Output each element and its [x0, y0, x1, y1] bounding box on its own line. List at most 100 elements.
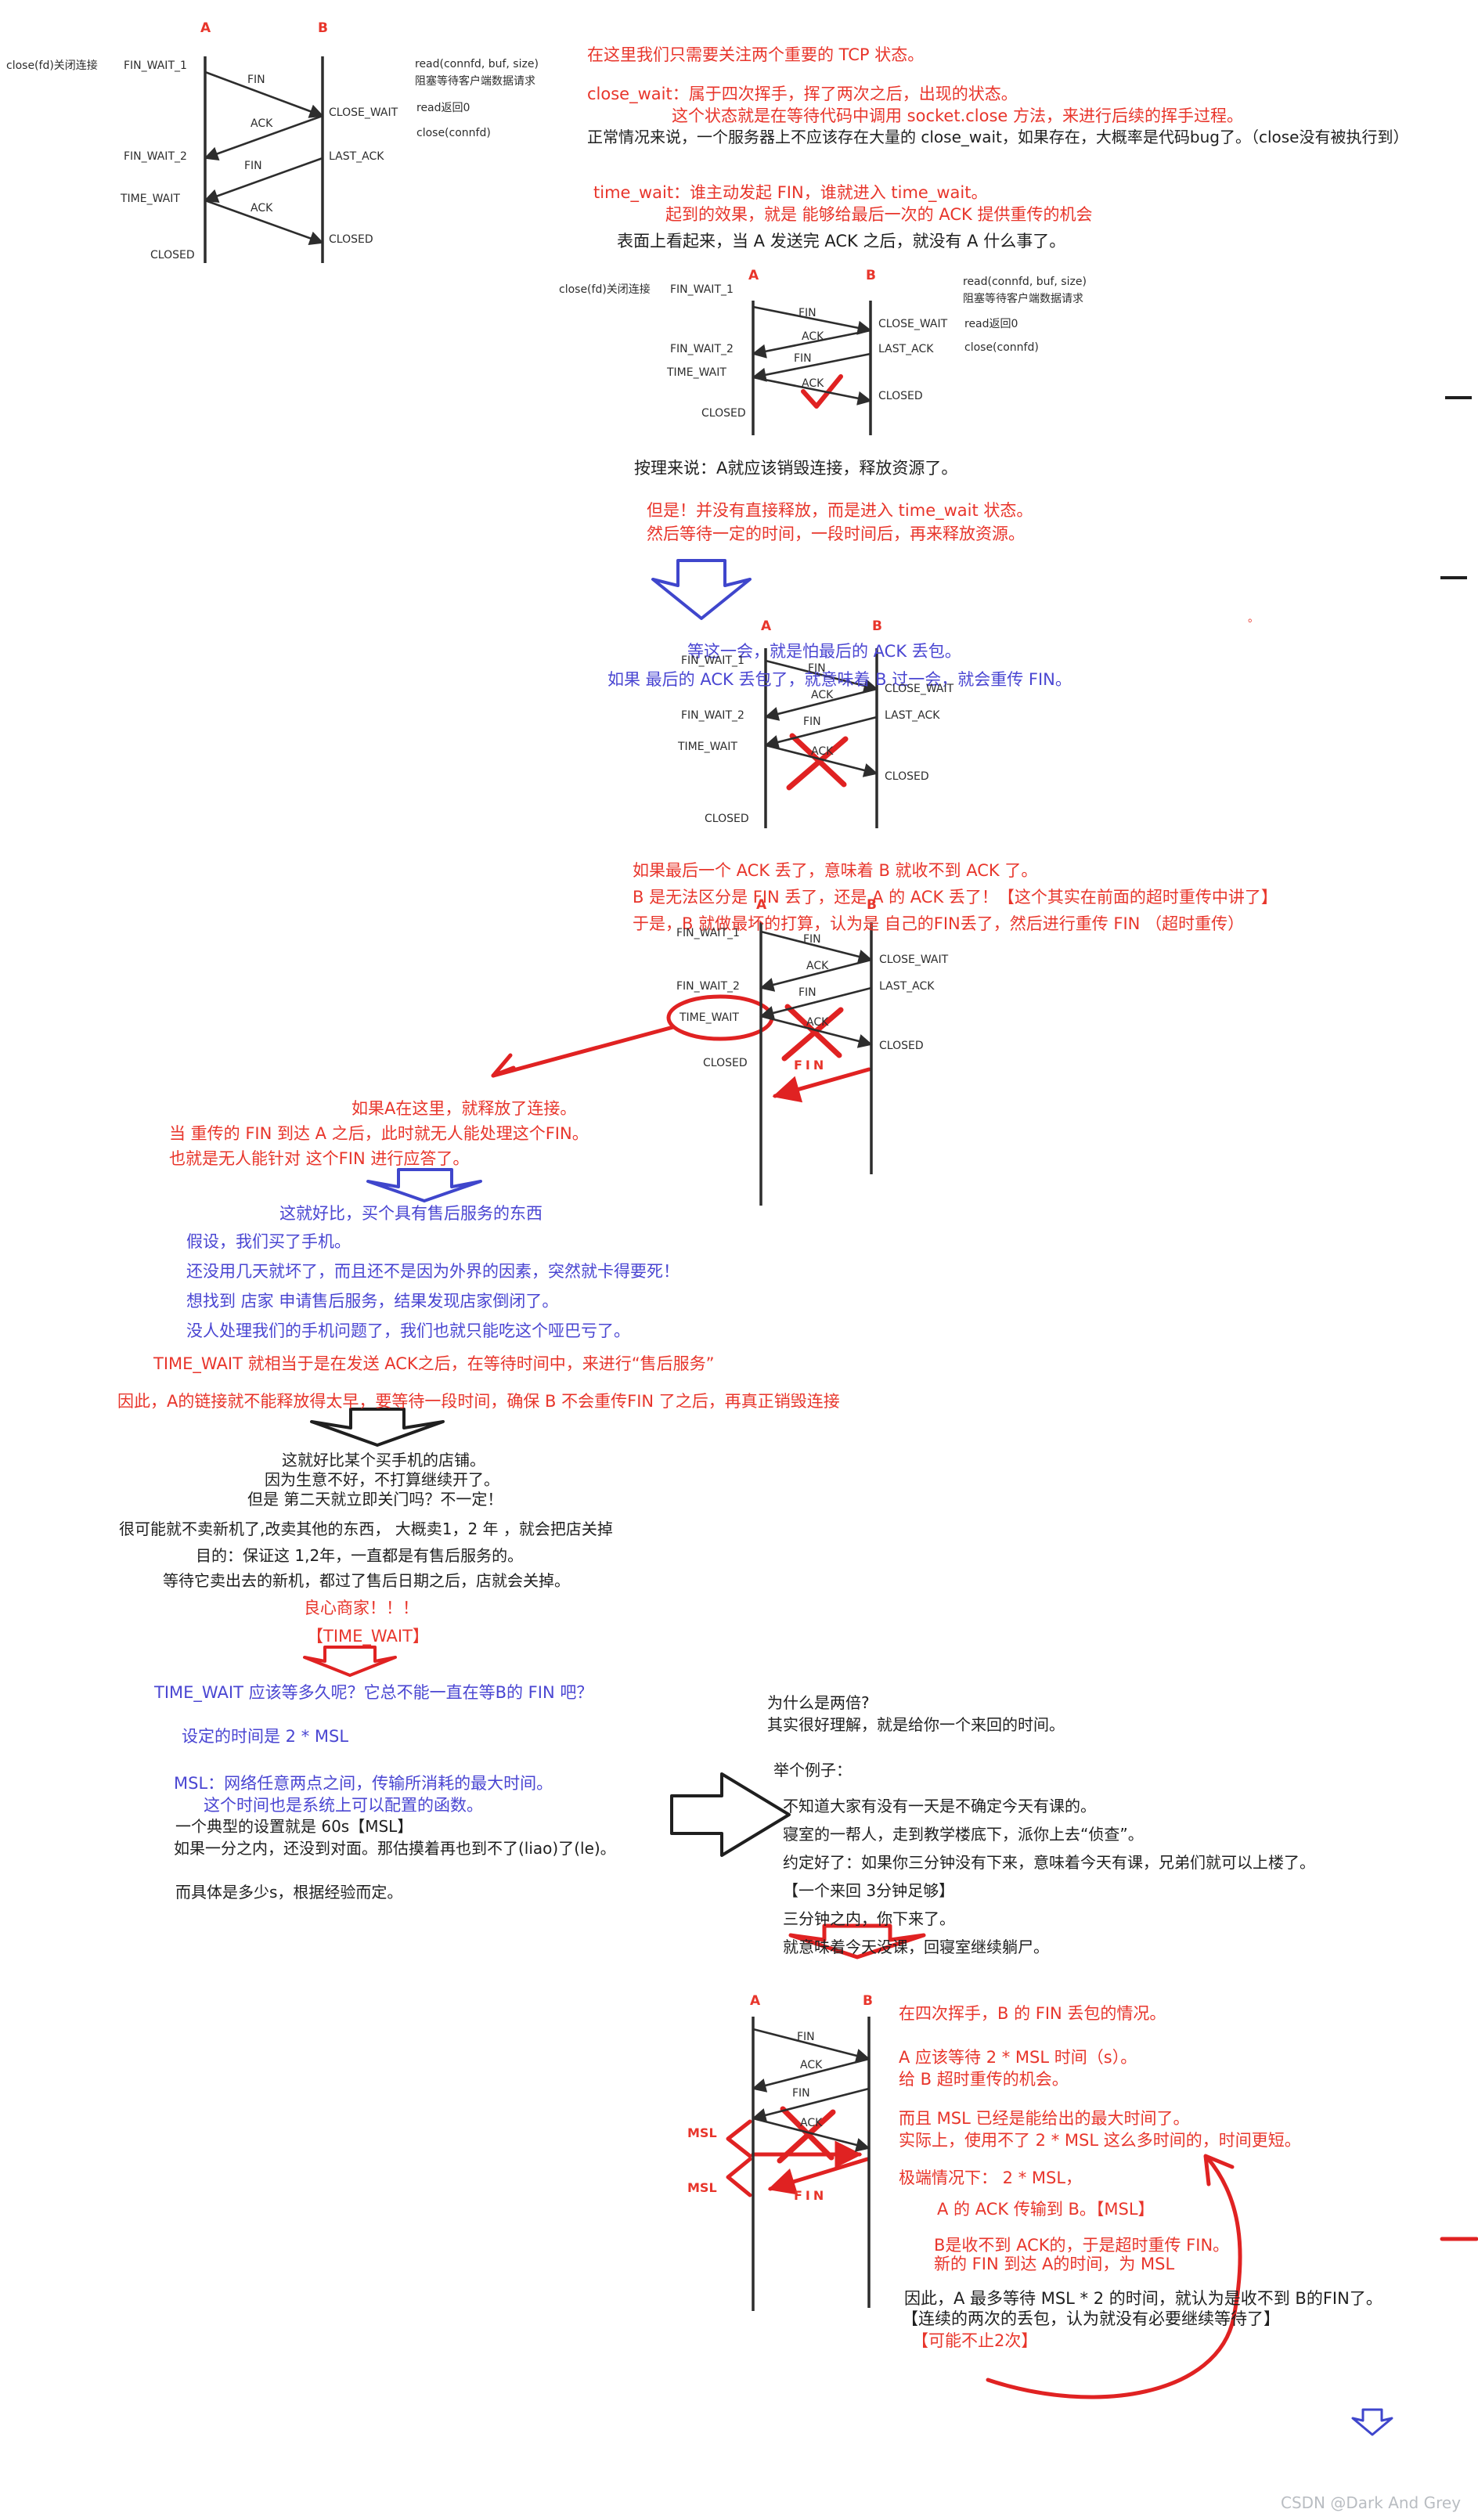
d4-msg-fin-retransmit: FIN: [794, 1058, 827, 1073]
d1-state-close-wait: CLOSE_WAIT: [329, 106, 398, 119]
d5-msl-interval-2: MSL: [687, 2180, 717, 2195]
note-example-2: 寝室的一帮人，走到教学楼底下，派你上去“侦查”。: [783, 1825, 1144, 1844]
tcp-4way-diagram-1: [204, 56, 324, 263]
d5-msg-ack-1: ACK: [800, 2059, 823, 2071]
note-extreme-1: 极端情况下： 2 * MSL，: [899, 2168, 1083, 2187]
tcp-4way-diagram-4-fin-retransmit: [759, 922, 873, 1206]
red-down-arrow-icon: [303, 1646, 397, 1677]
watermark: CSDN @Dark And Grey: [1281, 2493, 1462, 2512]
note-msl-experience: 而具体是多少s，根据经验而定。: [175, 1883, 403, 1902]
d1-note-read: read(connfd, buf, size): [415, 58, 539, 70]
d3-msg-fin-2: FIN: [803, 716, 821, 728]
d5-msg-fin-1: FIN: [797, 2031, 815, 2043]
note-extreme-4: 新的 FIN 到达 A的时间，为 MSL: [934, 2255, 1175, 2273]
d2-endpoint-b: B: [866, 268, 876, 283]
d2-state-last-ack: LAST_ACK: [878, 343, 934, 355]
note-bfin-lost: 在四次挥手，B 的 FIN 丢包的情况。: [899, 2004, 1166, 2023]
d1-state-closed-a: CLOSED: [150, 249, 195, 261]
d2-msg-fin-2: FIN: [794, 352, 812, 365]
d1-close-fd-label: close(fd)关闭连接: [6, 59, 98, 72]
note-msl-60s: 一个典型的设置就是 60s【MSL】: [175, 1817, 413, 1836]
d4-endpoint-a: A: [756, 897, 767, 913]
red-fin-retransmit-arrow-d5: [767, 2157, 870, 2195]
red-wide-down-arrow-icon: [788, 1923, 926, 1959]
d1-msg-ack-2: ACK: [251, 202, 273, 215]
black-right-arrow-icon: [670, 1772, 791, 1857]
note-if-a-released-3: 也就是无人能针对 这个FIN 进行应答了。: [169, 1149, 470, 1168]
d2-msg-ack-2: ACK: [802, 377, 824, 390]
note-wait-reason-2: 如果 最后的 ACK 丢包了，就意味着 B 过一会，就会重传 FIN。: [607, 670, 1072, 689]
note-if-a-released-1: 如果A在这里，就释放了连接。: [351, 1099, 577, 1118]
note-good-seller: 良心商家！！！: [304, 1599, 419, 1617]
d4-state-fin-wait-1: FIN_WAIT_1: [676, 927, 740, 939]
note-extreme-3: B是收不到 ACK的，于是超时重传 FIN。: [934, 2236, 1230, 2255]
d2-note-read-returns-0: read返回0: [964, 318, 1018, 330]
d1-msg-ack-1: ACK: [251, 117, 273, 130]
d5-msg-fin-retransmit: FIN: [794, 2188, 827, 2203]
d1-msg-fin-2: FIN: [244, 160, 262, 172]
note-conclusion-2: 【连续的两次的丢包，认为就没有必要继续等待了】: [902, 2309, 1280, 2328]
note-close-wait-def-1: close_wait：属于四次挥手，挥了两次之后，出现的状态。: [587, 85, 1018, 103]
red-pointer-arrow: [491, 1025, 676, 1078]
note-example-5: 三分钟之内，你下来了。: [783, 1909, 955, 1928]
d1-endpoint-a: A: [200, 20, 211, 36]
blue-down-arrow-icon-2: [366, 1168, 482, 1202]
d3-state-fin-wait-1: FIN_WAIT_1: [681, 654, 744, 667]
d3-state-closed-b: CLOSED: [885, 770, 929, 783]
note-example-1: 不知道大家有没有一天是不确定今天有课的。: [783, 1797, 1096, 1815]
d3-state-last-ack: LAST_ACK: [885, 709, 940, 722]
d3-msg-fin-1: FIN: [808, 662, 826, 675]
note-timewait-no-early-free: 因此，A的链接就不能释放得太早，要等待一段时间，确保 B 不会重传FIN 了之后…: [117, 1392, 840, 1411]
red-fin-retransmit-arrow-d4: [772, 1067, 871, 1103]
note-why-double-1: 为什么是两倍?: [767, 1693, 870, 1712]
note-simile-title: 这就好比，买个具有售后服务的东西: [279, 1204, 543, 1223]
note-msl-1min: 如果一分之内，还没到对面。那估摸着再也到不了(liao)了(le)。: [174, 1839, 616, 1858]
black-down-arrow-icon: [310, 1408, 445, 1447]
note-time-wait-def-1: time_wait：谁主动发起 FIN，谁就进入 time_wait。: [593, 183, 988, 202]
note-example-4: 【一个来回 3分钟足够】: [783, 1881, 955, 1900]
d4-msg-fin-1: FIN: [803, 933, 821, 946]
d2-endpoint-a: A: [748, 268, 759, 283]
note-but-not-released-2: 然后等待一定的时间，一段时间后，再来释放资源。: [647, 525, 1025, 543]
note-conclusion-1: 因此，A 最多等待 MSL * 2 的时间，就认为是收不到 B的FIN了。: [904, 2289, 1382, 2308]
d2-state-time-wait: TIME_WAIT: [667, 366, 726, 379]
note-simile-phone-2: 还没用几天就坏了，而且还不是因为外界的因素，突然就卡得要死！: [186, 1262, 680, 1281]
tcp-4way-diagram-2: [752, 301, 872, 435]
d4-msg-ack-2-lost: ACK: [806, 1016, 829, 1029]
note-ack-lost-3: 于是，B 就做最坏的打算，认为是 自己的FIN丢了，然后进行重传 FIN （超时…: [633, 914, 1245, 933]
d3-state-close-wait: CLOSE_WAIT: [885, 683, 954, 695]
note-ack-lost-2: B 是无法区分是 FIN 丢了，还是 A 的 ACK 丢了！【这个其实在前面的超…: [633, 888, 1278, 907]
note-2msl: 设定的时间是 2 * MSL: [182, 1727, 349, 1746]
d3-state-closed-a: CLOSED: [705, 813, 749, 825]
note-how-long-wait: TIME_WAIT 应该等多久呢？它总不能一直在等B的 FIN 吧？: [154, 1683, 593, 1702]
d1-msg-fin-1: FIN: [247, 74, 265, 86]
note-ack-lost-1: 如果最后一个 ACK 丢了，意味着 B 就收不到 ACK 了。: [633, 861, 1038, 880]
note-two-tcp-states: 在这里我们只需要关注两个重要的 TCP 状态。: [587, 45, 925, 64]
stray-red-dot: 。: [1248, 612, 1259, 625]
note-msl-def-2: 这个时间也是系统上可以配置的函数。: [204, 1796, 483, 1815]
d5-msg-ack-2-lost: ACK: [800, 2117, 823, 2129]
d5-endpoint-a: A: [750, 1993, 761, 2009]
note-should-destroy: 按理来说：A就应该销毁连接，释放资源了。: [634, 459, 958, 478]
d3-state-fin-wait-2: FIN_WAIT_2: [681, 709, 744, 722]
note-shop-2: 因为生意不好，不打算继续开了。: [265, 1470, 499, 1489]
d3-msg-ack-1: ACK: [811, 689, 834, 701]
d4-state-fin-wait-2: FIN_WAIT_2: [676, 980, 740, 993]
msl-brace-1: [726, 2119, 752, 2158]
note-close-wait-def-2: 这个状态就是在等待代码中调用 socket.close 方法，来进行后续的挥手过…: [672, 106, 1244, 125]
note-wait-reason-1: 等这一会，就是怕最后的 ACK 丢包。: [687, 642, 961, 661]
note-a-wait-2msl-2: 给 B 超时重传的机会。: [899, 2070, 1069, 2089]
red-cross-icon-d4: [781, 1004, 844, 1062]
d2-state-fin-wait-1: FIN_WAIT_1: [670, 283, 734, 296]
note-example-3: 约定好了：如果你三分钟没有下来，意味着今天有课，兄弟们就可以上楼了。: [783, 1853, 1315, 1872]
note-timewait-bracket: 【TIME_WAIT】: [307, 1627, 429, 1646]
red-check-icon: [801, 374, 843, 409]
d5-endpoint-b: B: [863, 1993, 873, 2009]
d3-msg-ack-2-lost: ACK: [811, 745, 834, 758]
d4-msg-ack-1: ACK: [806, 960, 829, 972]
edge-dashes: [1440, 396, 1472, 579]
note-close-wait-normal: 正常情况来说，一个服务器上不应该存在大量的 close_wait，如果存在，大概…: [587, 128, 1409, 146]
d3-endpoint-a: A: [761, 618, 772, 634]
